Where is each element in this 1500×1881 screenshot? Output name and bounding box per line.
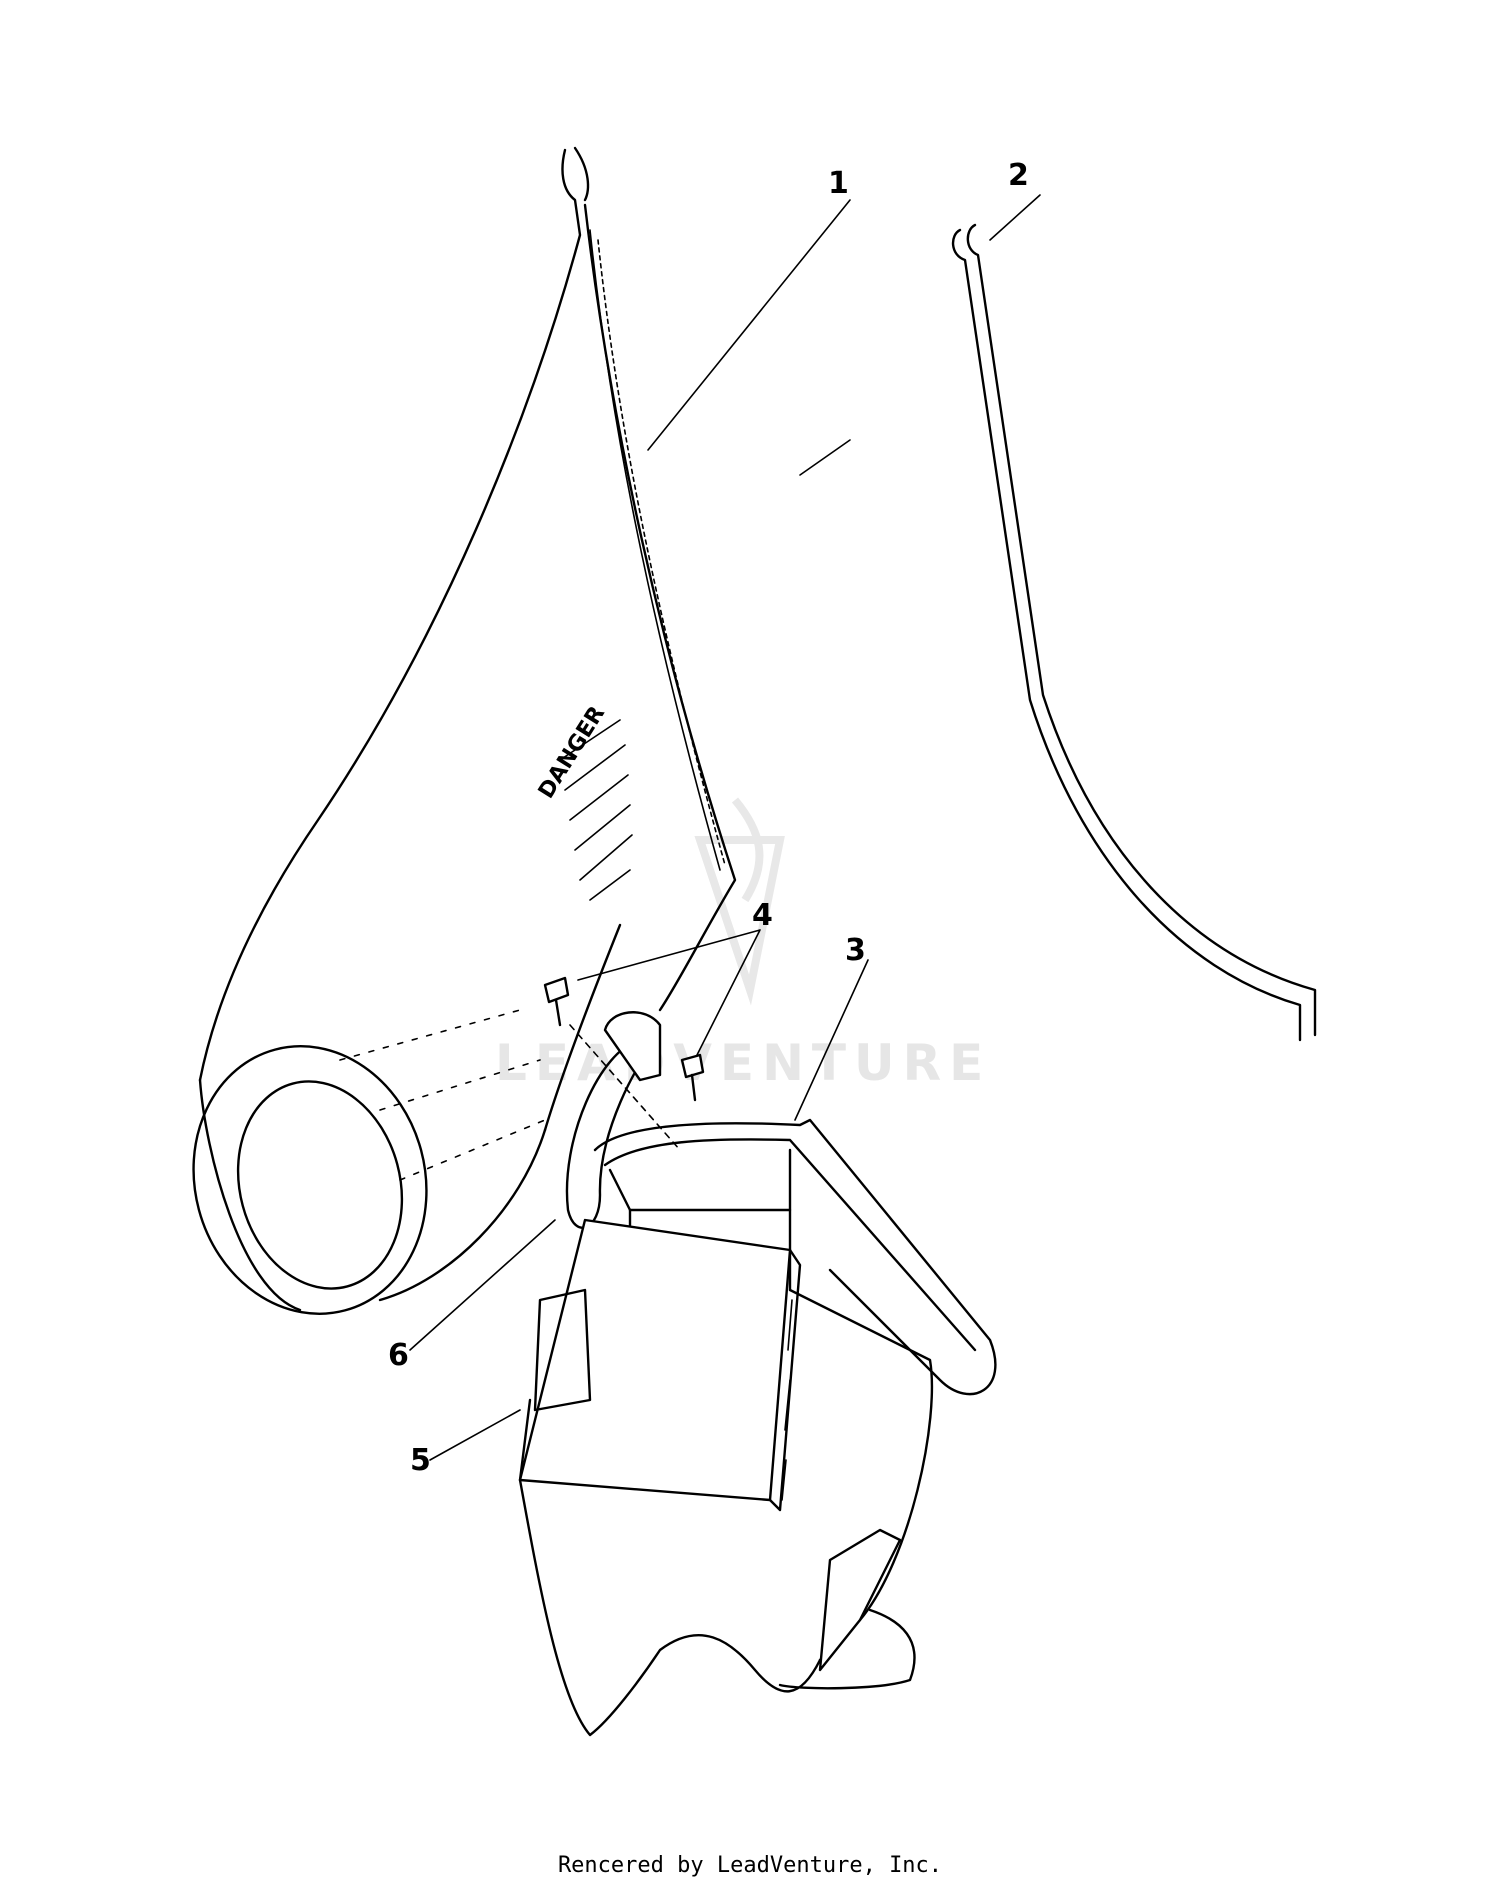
grass-bag-part: DANGER bbox=[192, 146, 737, 1315]
danger-decal: DANGER bbox=[534, 702, 610, 803]
credit-text: Rencered by LeadVenture, Inc. bbox=[558, 1853, 942, 1878]
hardware-part bbox=[543, 976, 705, 1151]
callout-2: 2 bbox=[1008, 158, 1029, 193]
watermark-logo-icon bbox=[694, 797, 785, 1006]
callout-3: 3 bbox=[845, 933, 866, 968]
callout-4: 4 bbox=[752, 898, 773, 933]
callout-5: 5 bbox=[410, 1443, 431, 1478]
callout-6: 6 bbox=[388, 1338, 409, 1373]
callouts: 1 2 3 4 5 6 bbox=[388, 158, 1029, 1478]
callout-1: 1 bbox=[828, 166, 849, 201]
support-rod-part bbox=[951, 223, 1317, 1042]
leader-lines bbox=[409, 194, 1041, 1461]
chute-part bbox=[518, 1118, 997, 1737]
watermark: LEADVENTURE bbox=[495, 797, 991, 1092]
watermark-text: LEADVENTURE bbox=[495, 1034, 991, 1092]
